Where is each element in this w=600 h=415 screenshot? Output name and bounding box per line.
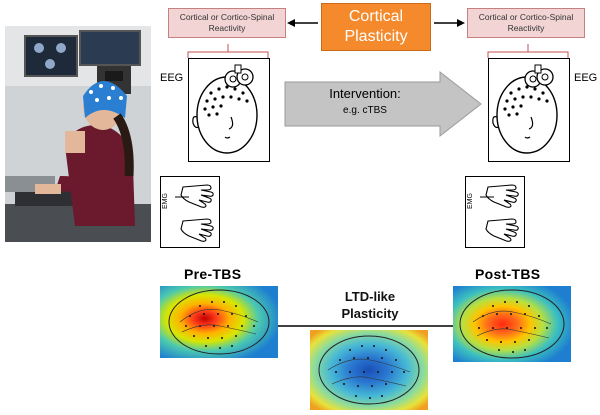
intervention-label: Intervention: e.g. cTBS [285,86,445,126]
eeg-head-frame-right [488,58,570,162]
reactivity-left-line1: Cortical or Cortico-Spinal [179,12,275,22]
emg-label-right: EMG [467,193,474,209]
reactivity-right-line2: Reactivity [507,23,545,33]
emg-hands-icon-right [480,184,519,242]
reactivity-left-line2: Reactivity [208,23,246,33]
eeg-head-icon-left [192,64,258,154]
emg-hands-icon-left [175,184,214,242]
intervention-title: Intervention: [329,86,401,101]
cortical-plasticity-line2: Plasticity [344,28,408,45]
eeg-head-icon-right [492,64,558,154]
emg-label-left: EMG [162,193,169,209]
eeg-label-right: EEG [574,72,598,84]
intervention-example: e.g. cTBS [343,105,387,116]
intervention-arrow [284,70,482,138]
post-tbs-label: Post-TBS [475,266,541,282]
ltd-label: LTD-like Plasticity [320,288,420,322]
arrow-left-head [287,19,295,27]
eeg-head-frame-left [188,58,270,162]
arrow-right-head [457,19,465,27]
topomap-difference [310,330,428,410]
topomap-post [453,286,571,362]
emg-frame-left: EMG [160,176,220,248]
reactivity-box-right: Cortical or Cortico-Spinal Reactivity [467,8,585,38]
cortical-plasticity-line1: Cortical [348,8,404,25]
pre-tbs-label: Pre-TBS [184,266,242,282]
reactivity-right-line1: Cortical or Cortico-Spinal [478,12,574,22]
ltd-label-line1: LTD-like [344,289,396,304]
eeg-label-left: EEG [160,72,184,84]
reactivity-box-left: Cortical or Cortico-Spinal Reactivity [168,8,286,38]
cortical-plasticity-box: Cortical Plasticity [321,3,431,51]
emg-frame-right: EMG [465,176,525,248]
topomap-pre [160,286,278,358]
ltd-label-line2: Plasticity [341,306,399,321]
participant-photo [5,26,151,242]
